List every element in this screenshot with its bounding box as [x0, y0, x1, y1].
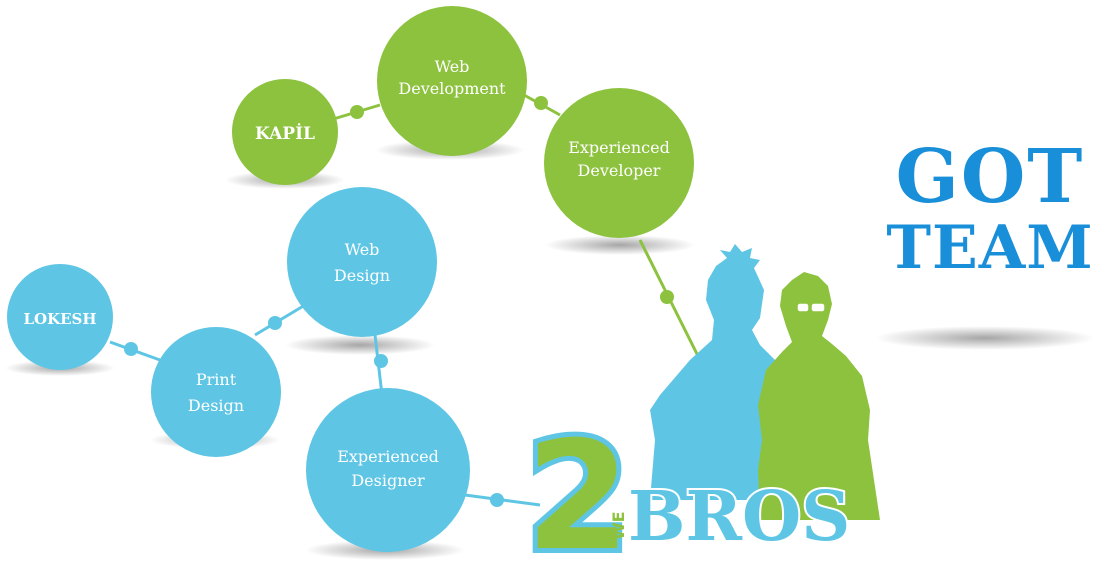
- node-experienced-developer: Experienced Developer: [544, 88, 694, 238]
- silhouette-green-person: [758, 272, 880, 520]
- headline-line1: GOT: [895, 134, 1085, 220]
- experienced-developer-line1: Experienced: [568, 138, 670, 157]
- experienced-designer-line2: Designer: [351, 471, 425, 490]
- headline-line2: TEAM: [886, 213, 1094, 283]
- node-kapil: KAPİL: [232, 79, 338, 185]
- silhouette-blue-person: [650, 244, 780, 500]
- kapil-label: KAPİL: [255, 123, 315, 144]
- web-development-line1: Web: [435, 57, 470, 76]
- print-design-line2: Design: [188, 396, 244, 415]
- logo-number: 2: [526, 410, 630, 572]
- experienced-developer-line2: Developer: [578, 161, 661, 180]
- node-web-design: Web Design: [287, 187, 437, 337]
- logo-small-word: WE: [609, 511, 628, 540]
- logo-2-we-bros: 2 WE BROS: [521, 405, 853, 572]
- node-experienced-designer: Experienced Designer: [306, 388, 470, 552]
- node-print-design: Print Design: [151, 327, 281, 457]
- logo-word: BROS: [628, 477, 850, 557]
- print-design-line1: Print: [196, 370, 237, 389]
- web-design-line1: Web: [345, 240, 380, 259]
- node-lokesh: LOKESH: [7, 264, 113, 370]
- experienced-designer-line1: Experienced: [337, 447, 439, 466]
- connector-dots: [124, 96, 674, 507]
- node-web-development: Web Development: [377, 6, 527, 156]
- web-development-line2: Development: [398, 79, 506, 98]
- lokesh-label: LOKESH: [23, 310, 96, 328]
- web-design-line2: Design: [334, 266, 390, 285]
